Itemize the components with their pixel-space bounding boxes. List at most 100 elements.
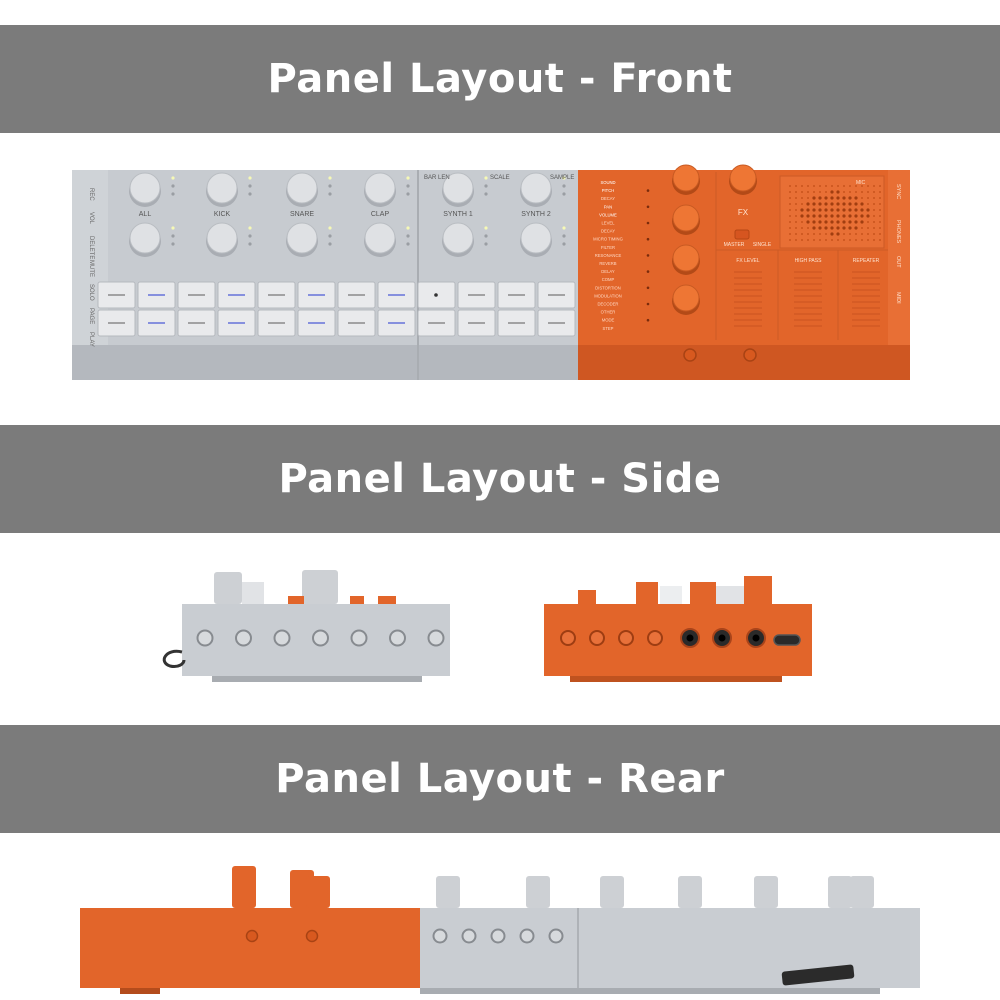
- knob[interactable]: [364, 222, 396, 254]
- orange-front-button[interactable]: [683, 348, 697, 362]
- side-button[interactable]: [196, 629, 214, 647]
- parameter-label: MODULATION: [594, 293, 622, 298]
- knob-label-synth1: SYNTH 1: [443, 211, 473, 218]
- led-indicator: [248, 176, 252, 180]
- side-button[interactable]: [389, 629, 406, 647]
- parameter-label: REVERB: [599, 261, 616, 266]
- speaker-hole: [873, 191, 875, 193]
- rear-knob: [526, 876, 550, 908]
- rear-foot: [120, 988, 160, 994]
- side-button-orange[interactable]: [560, 630, 576, 646]
- knob[interactable]: [442, 222, 474, 254]
- side-button[interactable]: [427, 629, 445, 647]
- knob[interactable]: [520, 172, 552, 204]
- rear-button[interactable]: [461, 928, 477, 944]
- speaker-hole: [795, 203, 797, 205]
- speaker-hole: [789, 197, 791, 199]
- speaker-hole: [807, 233, 809, 235]
- speaker-hole: [842, 220, 846, 224]
- param-led: [646, 302, 650, 306]
- speaker-hole: [789, 239, 791, 241]
- speaker-hole: [795, 197, 797, 199]
- orange-knob[interactable]: [672, 244, 700, 272]
- rear-button[interactable]: [548, 928, 564, 944]
- orange-right-strip: [888, 170, 910, 345]
- rear-button[interactable]: [432, 928, 448, 944]
- param-led: [646, 237, 650, 241]
- speaker-hole: [867, 239, 869, 241]
- side-button[interactable]: [350, 629, 368, 647]
- parameter-label: VOLUME: [599, 212, 617, 217]
- mic-label: MIC: [856, 180, 866, 186]
- knob-label-clap: CLAP: [371, 211, 390, 218]
- side-button[interactable]: [235, 629, 252, 647]
- side-button-orange[interactable]: [647, 630, 663, 646]
- audio-jack-hole: [686, 634, 694, 642]
- rear-button[interactable]: [490, 928, 506, 944]
- side-button-orange[interactable]: [589, 630, 605, 646]
- rear-orange-button[interactable]: [305, 929, 319, 943]
- orange-knob[interactable]: [729, 164, 757, 192]
- orange-knob[interactable]: [672, 204, 700, 232]
- right-io-label: SYNC: [895, 184, 901, 199]
- heading-rear: Panel Layout - Rear: [275, 756, 725, 802]
- speaker-hole: [812, 226, 816, 230]
- orange-knob[interactable]: [672, 284, 700, 312]
- speaker-hole: [825, 239, 827, 241]
- speaker-hole: [789, 185, 791, 187]
- led-indicator: [328, 184, 332, 188]
- knob[interactable]: [129, 172, 161, 204]
- side-knob-orange: [578, 590, 596, 604]
- knob[interactable]: [286, 222, 318, 254]
- master-single-switch[interactable]: [734, 229, 750, 240]
- rear-panel-illustration: [80, 866, 920, 994]
- speaker-hole: [818, 226, 822, 230]
- knob[interactable]: [206, 222, 238, 254]
- speaker-hole: [789, 191, 791, 193]
- usb-c-port[interactable]: [773, 634, 801, 646]
- side-button[interactable]: [312, 629, 329, 647]
- orange-knob[interactable]: [672, 164, 700, 192]
- param-led: [646, 270, 650, 273]
- speaker-hole: [861, 197, 863, 199]
- speaker-hole: [830, 232, 834, 236]
- knob[interactable]: [520, 222, 552, 254]
- knob[interactable]: [129, 222, 161, 254]
- orange-front-button[interactable]: [743, 348, 757, 362]
- rear-knob: [828, 876, 852, 908]
- speaker-hole: [848, 226, 852, 230]
- speaker-hole: [879, 209, 881, 211]
- sd-card[interactable]: [781, 964, 855, 986]
- led-indicator: [406, 184, 410, 188]
- knob[interactable]: [206, 172, 238, 204]
- led-indicator: [484, 176, 488, 180]
- repeater-label: REPEATER: [853, 258, 880, 264]
- speaker-hole: [831, 239, 833, 241]
- led-indicator: [171, 226, 175, 230]
- knob[interactable]: [442, 172, 474, 204]
- knob[interactable]: [286, 172, 318, 204]
- speaker-hole: [818, 220, 822, 224]
- speaker-hole: [843, 233, 845, 235]
- speaker-hole: [836, 232, 840, 236]
- heading-band-side: Panel Layout - Side: [0, 425, 1000, 533]
- knob-label-kick: KICK: [214, 211, 231, 218]
- knob[interactable]: [364, 172, 396, 204]
- parameter-label: FILTER: [601, 245, 615, 250]
- rear-button[interactable]: [519, 928, 535, 944]
- speaker-hole: [825, 185, 827, 187]
- speaker-hole: [824, 226, 828, 230]
- rear-orange-button[interactable]: [245, 929, 259, 943]
- side-button[interactable]: [273, 629, 291, 647]
- speaker-hole: [867, 191, 869, 193]
- speaker-hole: [830, 214, 834, 218]
- speaker-hole: [818, 202, 822, 206]
- speaker-hole: [861, 239, 863, 241]
- speaker-hole: [801, 227, 803, 229]
- speaker-hole: [879, 221, 881, 223]
- rear-knob: [754, 876, 778, 908]
- led-indicator: [171, 242, 175, 246]
- speaker-hole: [860, 202, 864, 206]
- side-button-orange[interactable]: [618, 630, 634, 646]
- speaker-hole: [836, 226, 840, 230]
